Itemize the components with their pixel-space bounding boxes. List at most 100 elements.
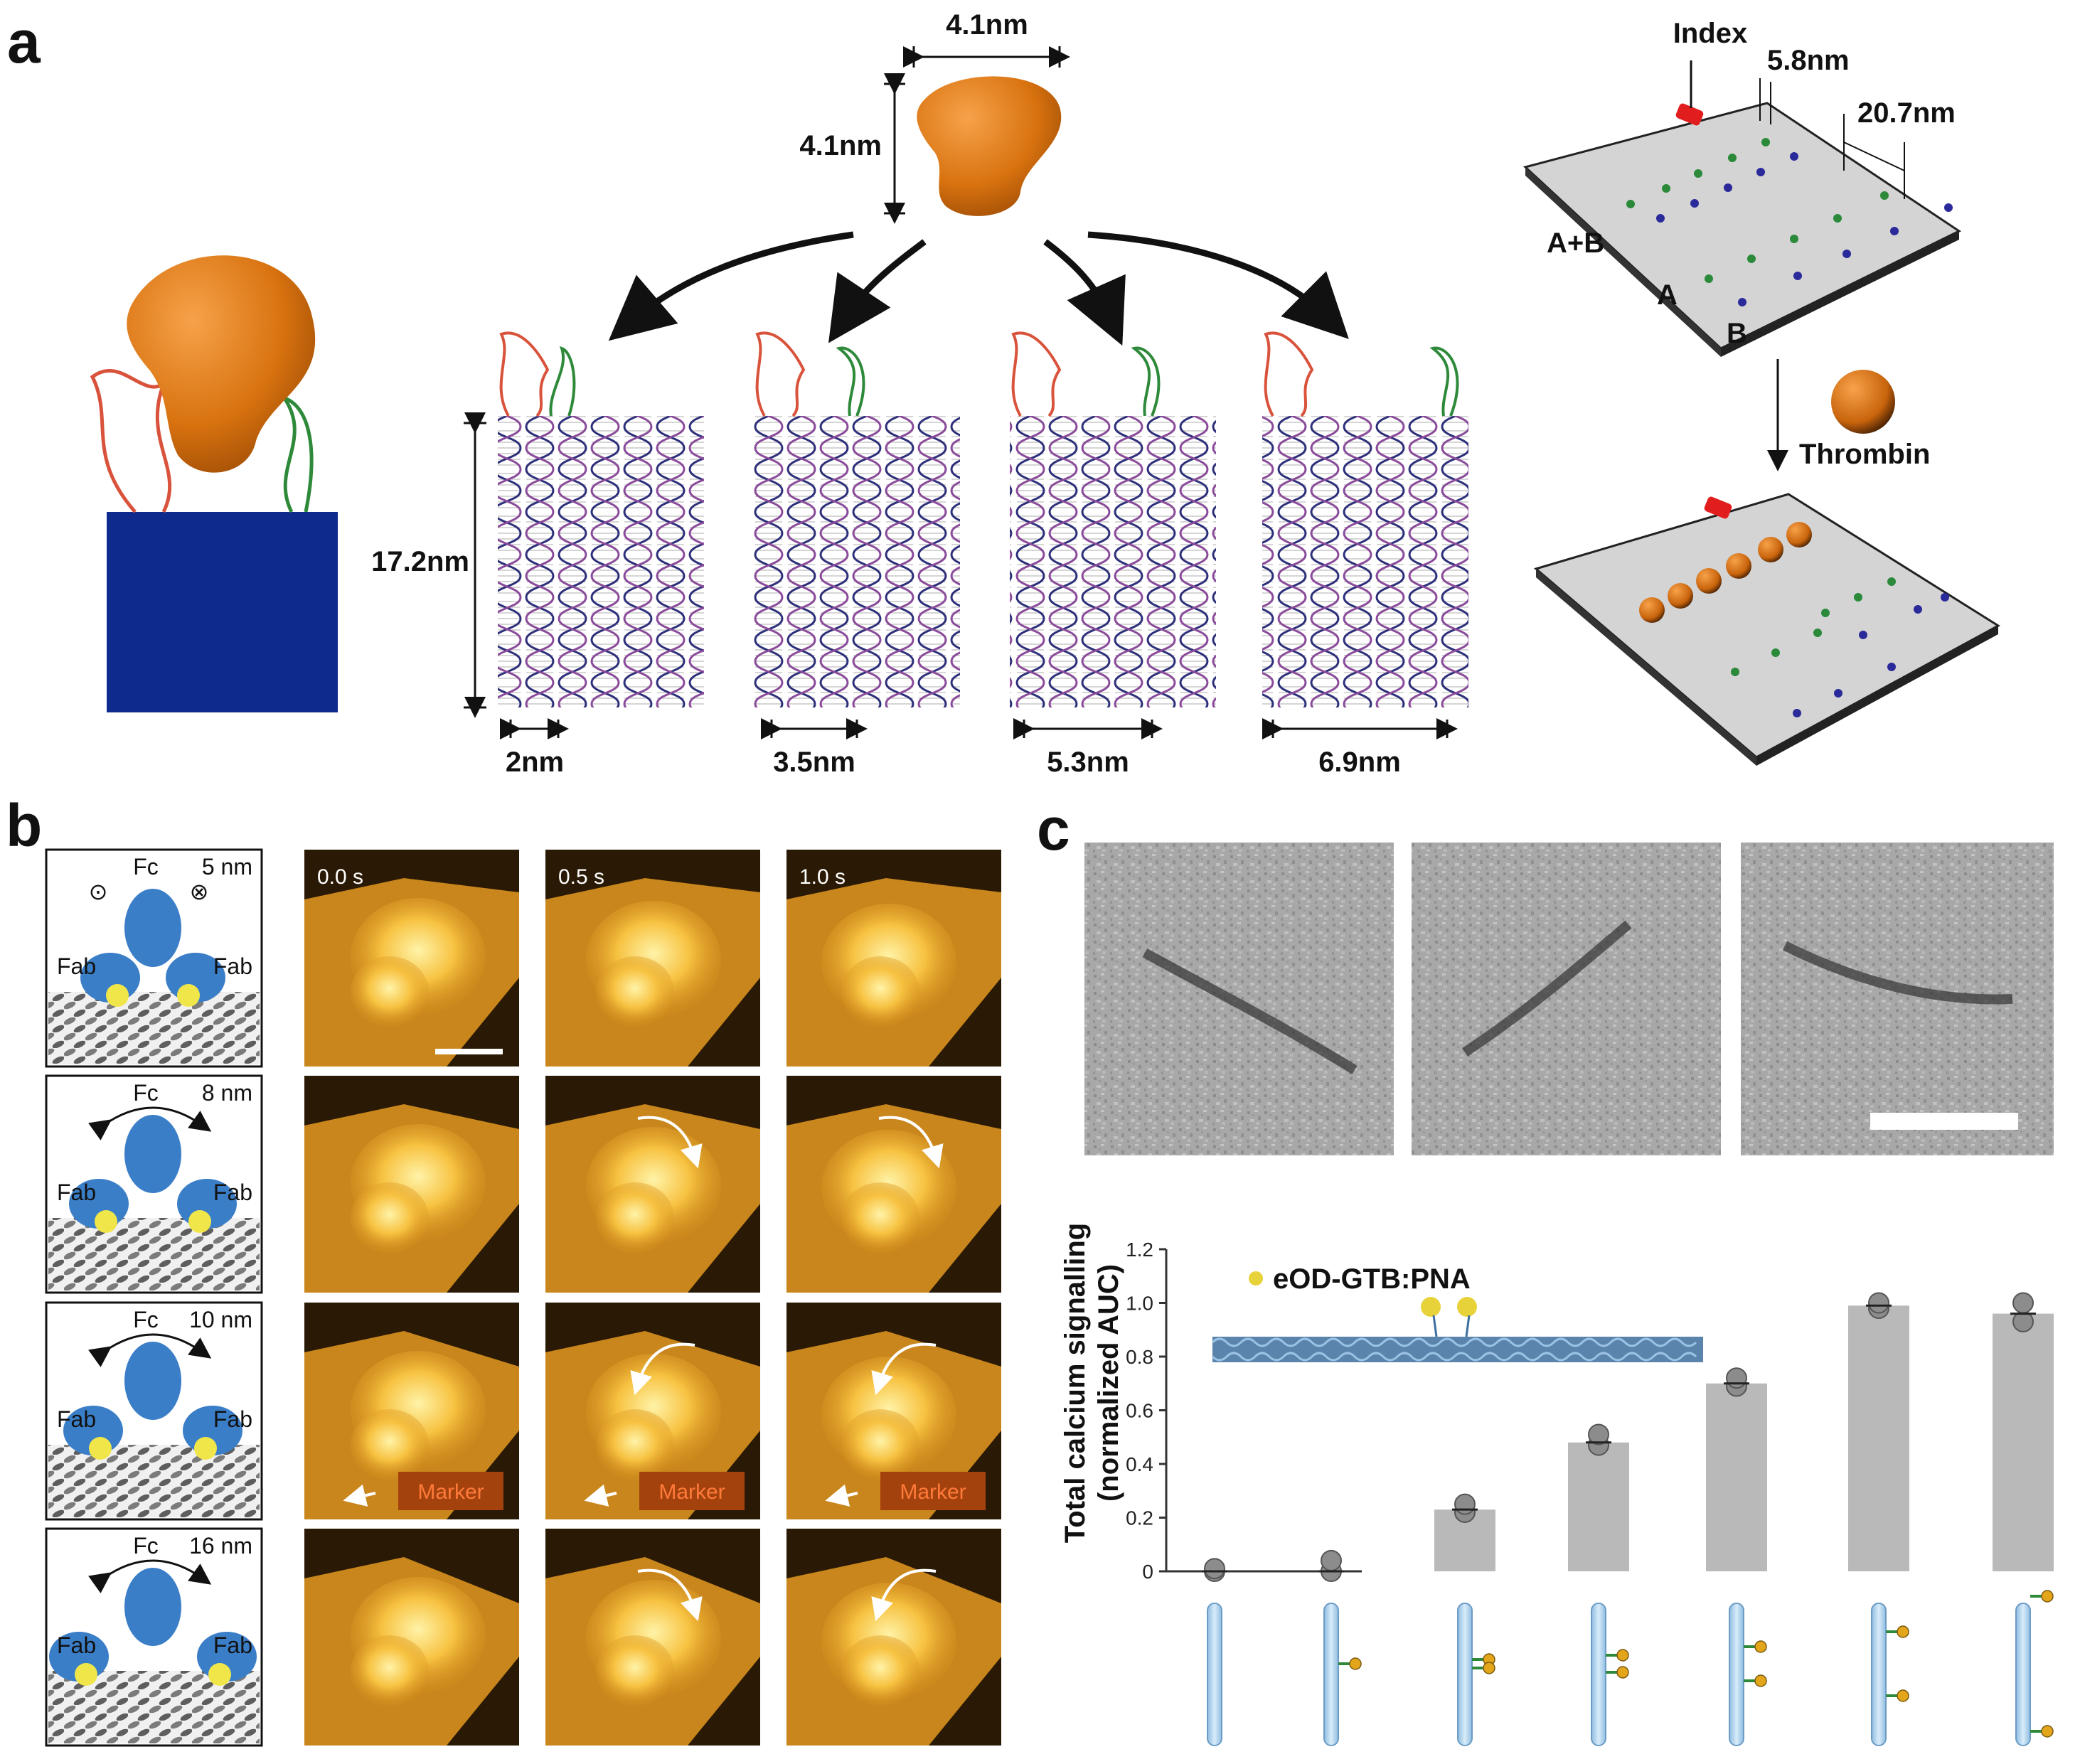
- aptamer-red: [90, 369, 172, 513]
- row-b-label: B: [1727, 318, 1747, 349]
- tem-scale-bar: [1870, 1113, 2018, 1130]
- rotation-arrow-icon: [630, 1342, 695, 1396]
- antigen-dot: [2041, 1590, 2054, 1603]
- x-schematic-6: [1871, 1603, 1909, 1746]
- fc-label: Fc: [133, 1533, 159, 1559]
- afm-scale-bar: [435, 1049, 503, 1054]
- afm-fab-blob: [596, 1635, 674, 1706]
- rotation-arrow-icon: [88, 1333, 212, 1367]
- afm-dark-region: [786, 850, 1001, 899]
- fc-label: Fc: [133, 1080, 159, 1106]
- panel-a-top-thrombin: 4.1nm 4.1nm: [608, 9, 1349, 346]
- marker-arrow: [343, 1484, 376, 1507]
- thrombin-ball: [1831, 370, 1895, 434]
- height-dim-label: 4.1nm: [799, 130, 882, 161]
- hapten-right: [194, 1437, 217, 1460]
- inset-origami-bundle: [1212, 1337, 1703, 1362]
- afm-image-r1-c1: 0.0 s: [304, 850, 519, 1067]
- afm-fab-blob: [596, 956, 674, 1027]
- spacing-label-1: 2nm: [506, 747, 564, 778]
- afm-time-label: 1.0 s: [799, 865, 846, 889]
- rotation-arrow-icon: [637, 1116, 703, 1169]
- afm-fab-blob: [841, 956, 919, 1027]
- afm-fab-blob: [351, 1409, 429, 1480]
- origami-rod: [2015, 1603, 2031, 1746]
- index-label: Index: [1673, 18, 1747, 49]
- arrow-to-tile-1: [608, 231, 854, 341]
- y-tick-label: 0: [1142, 1561, 1153, 1583]
- fc-label: Fc: [133, 854, 159, 880]
- distance-label: 10 nm: [189, 1307, 252, 1332]
- panel-c-letter: c: [1037, 796, 1070, 862]
- y-tick-label: 0.6: [1126, 1400, 1153, 1422]
- afm-image-r3-c1: Marker: [304, 1303, 519, 1519]
- antigen-icon: [1249, 1271, 1263, 1285]
- marker-box: [880, 1472, 986, 1510]
- bar-7: [1993, 1313, 2054, 1571]
- afm-image-r3-c2: Marker: [545, 1303, 760, 1519]
- afm-fab-blob: [596, 1182, 674, 1253]
- origami-tile-4: [1262, 331, 1468, 707]
- afm-fab-blob: [351, 1182, 429, 1253]
- thrombin-label: Thrombin: [1799, 439, 1930, 470]
- y-tick-label: 1.0: [1126, 1293, 1153, 1315]
- marker-box: [639, 1472, 745, 1510]
- distance-label: 5 nm: [202, 854, 252, 880]
- arrow-to-tile-3: [1043, 239, 1126, 346]
- fab-right-label: Fab: [213, 953, 252, 979]
- hapten-left: [89, 1437, 112, 1460]
- marker-label: Marker: [658, 1480, 725, 1504]
- x-schematic-4: [1591, 1603, 1629, 1746]
- aptamer-green: [279, 395, 314, 513]
- bar-6: [1848, 1305, 1909, 1571]
- tile-height-label: 17.2nm: [371, 546, 469, 577]
- afm-image-r4-c2: [545, 1529, 760, 1746]
- afm-time-label: 0.0 s: [317, 865, 363, 889]
- afm-dark-region: [545, 1076, 760, 1129]
- panel-c-tem-images: [1084, 843, 2054, 1155]
- afm-image-r2-c3: [786, 1076, 1001, 1293]
- fab-left-label: Fab: [57, 1180, 96, 1205]
- x-schematic-2: [1323, 1603, 1362, 1746]
- fab-right-label: Fab: [213, 1632, 252, 1658]
- hapten-left: [95, 1210, 117, 1233]
- row-a-label: A: [1657, 279, 1678, 311]
- panel-a-left-schematic: [90, 255, 338, 712]
- antigen-dot: [1616, 1649, 1629, 1662]
- afm-dark-region: [786, 1529, 1001, 1603]
- afm-image-r3-c3: Marker: [786, 1303, 1001, 1519]
- afm-dark-region: [545, 850, 760, 899]
- chip-bottom-surface: [1533, 493, 2000, 759]
- afm-dark-region: [786, 1076, 1001, 1129]
- data-point: [1321, 1549, 1342, 1571]
- antigen-bound-2: [1457, 1297, 1477, 1317]
- spacing-label-3: 5.3nm: [1047, 747, 1129, 778]
- afm-fab-blob: [596, 1409, 674, 1480]
- afm-dark-region: [545, 1303, 760, 1367]
- y-tick-label: 0.4: [1126, 1453, 1153, 1475]
- rotation-arrow-icon: [878, 1116, 944, 1169]
- hapten-right: [208, 1663, 231, 1686]
- origami-surface: [48, 1445, 260, 1517]
- afm-fab-blob: [351, 1635, 429, 1706]
- data-point: [1868, 1292, 1889, 1314]
- bar-4: [1568, 1442, 1629, 1571]
- afm-dark-corner: [447, 1657, 519, 1746]
- hapten-right: [177, 984, 200, 1007]
- fab-left-label: Fab: [57, 1406, 96, 1432]
- afm-fab-blob: [841, 1409, 919, 1480]
- rotation-arrow-icon: [637, 1568, 703, 1622]
- origami-rod: [1457, 1603, 1473, 1746]
- y-tick-label: 0.8: [1126, 1346, 1153, 1368]
- fab-right-label: Fab: [213, 1406, 252, 1432]
- origami-tile-2: [754, 331, 960, 707]
- chart-ylabel-line2: (normalized AUC): [1093, 1264, 1124, 1502]
- afm-dark-region: [545, 1529, 760, 1603]
- afm-fab-blob: [841, 1182, 919, 1253]
- rotation-arrow-icon: [88, 1106, 212, 1140]
